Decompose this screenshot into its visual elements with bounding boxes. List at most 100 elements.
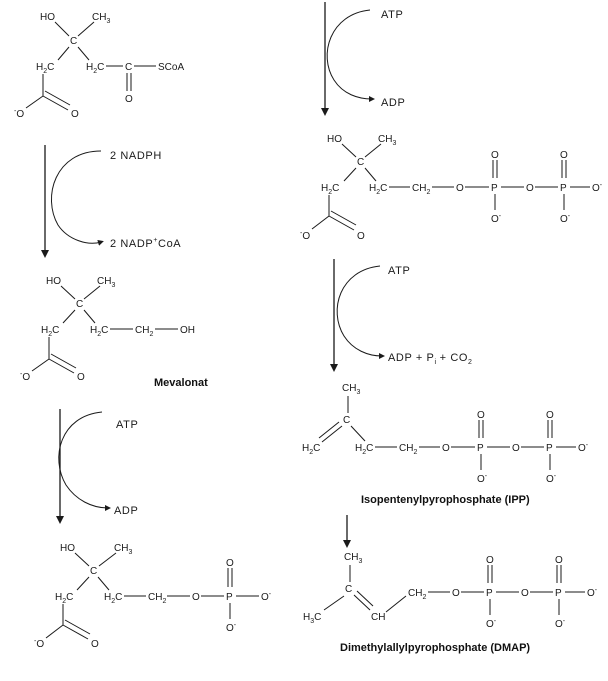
methylene-label: CH2 [399,443,417,456]
methyl-label: CH3 [92,12,110,25]
methylene-label: CH2 [408,588,426,601]
scoa-label: SCoA [158,62,184,73]
carboxylate-oxygen-label: -O [20,371,30,383]
curved-arrow [51,150,104,246]
curved-arrow [336,265,385,359]
ipp-structure: CH3 C H2C H2C CH2 O P O P O- O O O- O- I… [302,383,589,506]
phosphorus-label: P [477,443,484,454]
reaction-arrow-reduction: 2 NADPH 2 NADP+CoA [41,145,181,258]
double-bond [318,421,340,439]
bridge-oxygen-label: O [512,443,520,454]
hydroxyl-label: HO [60,543,75,554]
carboxylate-oxygen-label: -O [14,108,24,120]
hydroxyl-label: HO [40,12,55,23]
bond [62,309,76,324]
bond [45,624,64,639]
bridge-oxygen-label: O [521,588,529,599]
phosphate-oxygen-label: O- [477,473,488,485]
bond [74,552,90,567]
mevalonate-phosphate-structure: HO CH3 C H2C H2C CH2 O P O- O O- -O O [34,543,272,650]
methylene-label: CH2 [412,183,430,196]
hmg-coa-structure: HO CH3 C H2C H2C C SCoA O -O O [14,12,184,120]
bond [25,95,44,109]
methyl-label: CH3 [114,543,132,556]
double-bond [328,215,355,231]
bond [77,46,90,61]
methylene-label: H2C [355,443,373,456]
bond [76,576,90,591]
compound-name-dmap: Dimethylallylpyrophosphate (DMAP) [340,642,530,654]
bond [350,425,366,442]
bond [31,358,50,372]
oxygen-label: O [357,231,365,242]
double-bond [64,619,91,635]
phosphoryl-oxygen-label: O [546,410,554,421]
phosphoryl-oxygen-label: O [560,150,568,161]
phosphate-oxygen-label: O- [587,587,598,599]
double-bond [356,590,374,607]
bond [364,167,377,182]
hydroxyl-label: OH [180,325,195,336]
phosphoryl-oxygen-label: O [486,555,494,566]
bond [98,552,117,567]
methylene-label: H2C [90,325,108,338]
phosphorus-label: P [555,588,562,599]
curved-arrow [326,9,375,102]
oxygen-label: O [71,109,79,120]
reagent-label: ATP [381,9,403,21]
phosphoryl-oxygen-label: O [491,150,499,161]
ester-oxygen-label: O [452,588,460,599]
product-label: ADP [381,97,405,109]
methylene-label: CH2 [135,325,153,338]
oxygen-label: O [77,372,85,383]
phosphate-oxygen-label: O- [261,591,272,603]
phosphate-oxygen-label: O- [491,213,502,225]
mevalonate-structure: HO CH3 C H2C H2C CH2 OH -O O Mevalonat [20,276,208,389]
bond [83,285,101,300]
bond [343,167,357,182]
product-label: 2 NADP+CoA [110,237,181,250]
hydroxyl-label: HO [327,134,342,145]
reaction-arrow-phosphorylation-2: ATP ADP [321,2,405,116]
methyl-label: CH3 [97,276,115,289]
double-bond [321,425,343,443]
bond [364,143,382,158]
double-bond [50,353,77,369]
carboxylate-oxygen-label: -O [34,638,44,650]
methylene-label: H2C [321,183,339,196]
bond [385,595,407,613]
phosphate-oxygen-label: O- [486,618,497,630]
dmap-structure: CH3 C H3C CH CH2 O P O P O- O O O- O- Di… [303,552,598,654]
alkene-carbon-label: C [343,415,350,426]
bond [323,595,345,611]
oxygen-label: O [125,94,133,105]
reaction-arrow-phosphorylation-1: ATP ADP [56,409,138,524]
bond [77,21,95,37]
quaternary-carbon-label: C [357,157,364,168]
phosphoryl-oxygen-label: O [477,410,485,421]
ester-oxygen-label: O [442,443,450,454]
phosphoryl-oxygen-label: O [555,555,563,566]
bond [97,576,110,591]
reagent-label: 2 NADPH [110,150,162,162]
quaternary-carbon-label: C [90,566,97,577]
phosphorus-label: P [491,183,498,194]
phosphate-oxygen-label: O- [226,622,237,634]
reagent-label: ATP [388,265,410,277]
methylene-label: H2C [86,62,104,75]
methine-label: CH [371,612,385,623]
product-label: ADP + Pi+ CO2 [388,352,473,366]
mevalonate-pyrophosphate-structure: HO CH3 C H2C H2C CH2 O P O P O- O O O- O… [300,134,603,242]
compound-name-mevalonat: Mevalonat [154,377,208,389]
phosphate-oxygen-label: O- [555,618,566,630]
carbonyl-carbon-label: C [125,62,132,73]
bond [83,309,96,324]
quaternary-carbon-label: C [70,36,77,47]
methylene-label: CH2 [148,592,166,605]
carboxylate-oxygen-label: -O [300,230,310,242]
reagent-label: ATP [116,419,138,431]
methyl-label: CH3 [344,552,362,565]
phosphoryl-oxygen-label: O [226,558,234,569]
